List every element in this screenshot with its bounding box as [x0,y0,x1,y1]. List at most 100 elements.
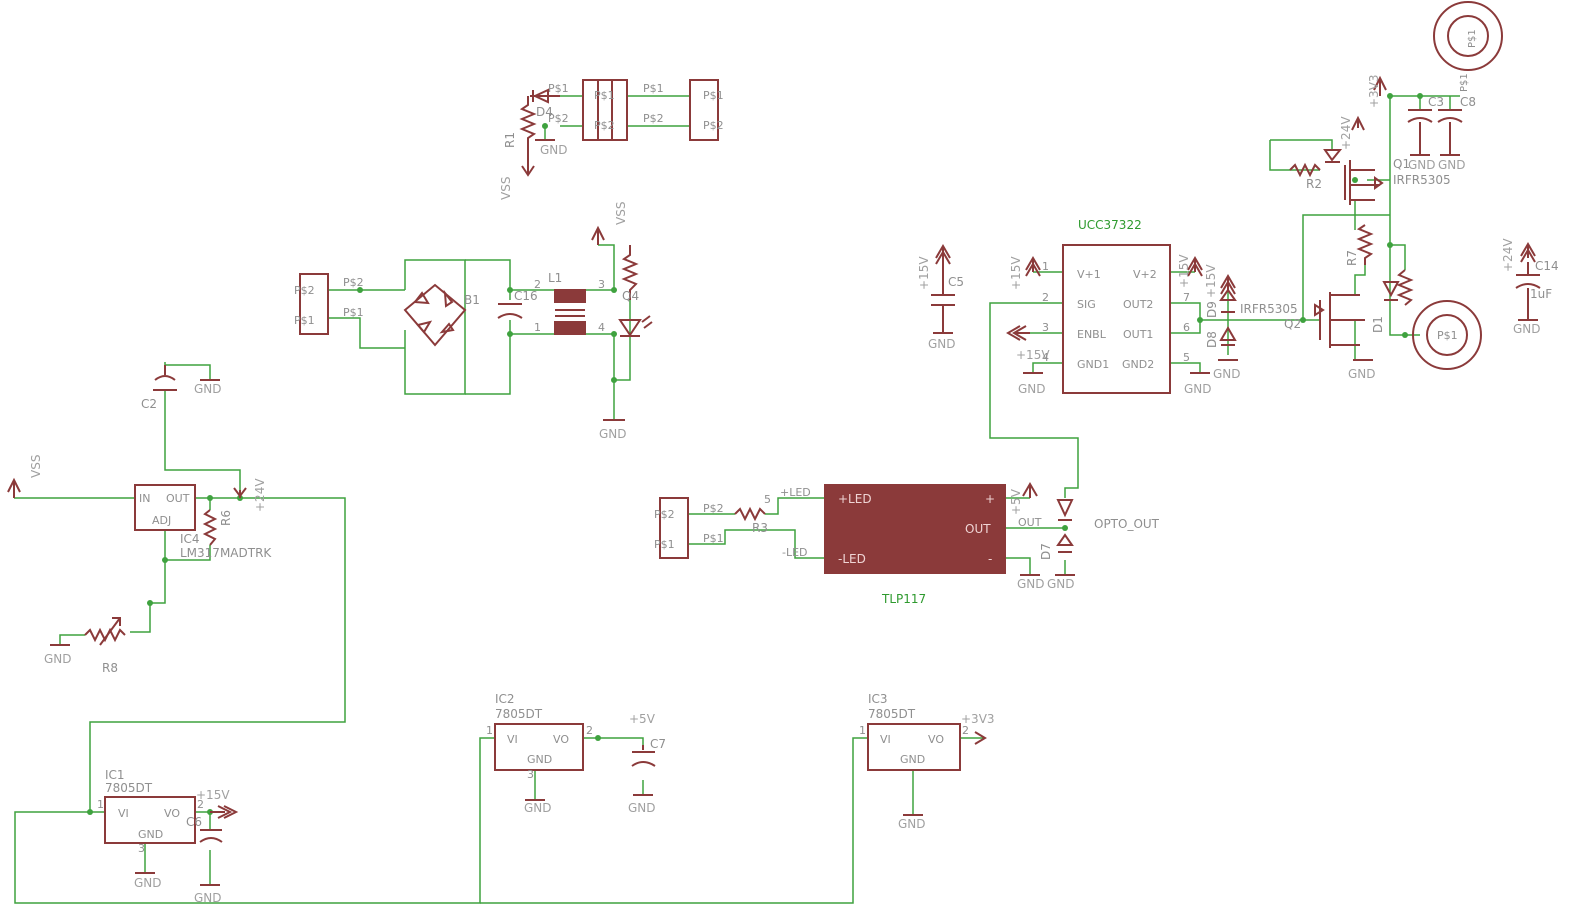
vss-label-2: VSS [614,202,628,225]
gnd-top: GND [540,143,568,157]
c7-capacitor[interactable] [631,751,656,767]
pin-ic2-2: 2 [586,724,593,737]
pin-adj: ADJ [152,514,171,527]
tlp117-optocoupler[interactable] [824,484,1006,574]
d1-name: D1 [1371,316,1385,333]
d6-d7-diodes[interactable] [1056,499,1074,553]
tlp-pin-minus: - [988,552,992,566]
pin-tlp-out-ext: OUT [1018,516,1042,529]
d10-diode[interactable] [1323,149,1343,163]
led-q4[interactable] [618,315,653,337]
c5-capacitor[interactable] [931,260,955,333]
ucc-pin-v2: V+2 [1133,268,1157,281]
r8-name: R8 [102,661,118,675]
c14-name: C14 [1535,259,1559,273]
l1-inductor[interactable] [554,289,586,335]
ic2-value: 7805DT [495,707,543,721]
q2-name: Q2 [1284,317,1301,331]
tlp-pin-plus: + [985,492,995,506]
rotated-labels: R1 R6 R7 D8 D9 D7 D1 P$1 P$1 VSS VSS VSS… [29,29,1515,560]
r1-name: R1 [503,132,517,148]
r7-resistor[interactable] [1356,224,1374,265]
pin-labels: P$2 P$1 P$2 P$1 P$1 P$2 P$1 P$2 P$1 P$2 … [97,82,1458,855]
r5-resistor[interactable] [1396,269,1414,306]
p15v-label-1: +15V [917,256,931,290]
ic3-7805[interactable]: VI VO GND [867,723,961,771]
pin-r3-5: 5 [764,493,771,506]
gnd-c6: GND [194,891,222,905]
bridge-input-connector[interactable] [299,273,329,335]
pin-tlp-pled-ext: +LED [780,486,811,499]
hole-top-pin: P$1 [1467,29,1478,48]
pin-ic1-1: 1 [97,798,104,811]
r2-resistor[interactable] [1289,162,1321,178]
r7-name: R7 [1345,250,1359,266]
gnd-d8: GND [1213,367,1241,381]
r3-resistor[interactable] [734,506,766,522]
d4-diode[interactable] [530,88,560,104]
pin-ucc-1: 1 [1042,260,1049,273]
p24v-label-2: +24V [1339,116,1353,150]
c14-capacitor[interactable] [1515,262,1541,320]
gnd-ic2: GND [524,801,552,815]
supply-symbols [7,75,1536,819]
mounting-hole-top[interactable] [1433,1,1503,71]
wires [14,95,1460,904]
pin-bridge-ps2-b: P$2 [343,276,364,289]
ic3-pin-vo: VO [928,733,944,746]
ucc-pin-v1: V+1 [1077,268,1101,281]
d9-name: D9 [1205,301,1219,318]
pin-in: IN [139,492,150,505]
gnd-c5: GND [928,337,956,351]
d1-diode[interactable] [1382,281,1400,301]
pin-top-ps2-d: P$2 [703,119,724,132]
opto-out-label: OPTO_OUT [1094,517,1160,531]
gnd-tlp2: GND [1047,577,1075,591]
top-connector[interactable] [582,79,719,141]
part-names: UCC37322 TLP117 OPTO_OUT IC4 LM317MADTRK… [102,95,1559,829]
gnd-ucc2: GND [1184,382,1212,396]
gnd-q2: GND [1348,367,1376,381]
ic1-pin-gnd: GND [138,828,163,841]
r1-resistor[interactable] [519,96,537,160]
ic1-7805[interactable]: VI VO GND [104,796,196,844]
q2-mosfet[interactable] [1314,292,1365,348]
c3-name: C3 [1428,95,1444,109]
hole-top-pin-2: P$1 [1459,73,1470,92]
ic4-lm317[interactable]: IN OUT ADJ [134,484,196,531]
ic4-value: LM317MADTRK [180,546,272,560]
tlp117-pins: +LED -LED OUT + - [838,492,995,566]
r8-potentiometer[interactable] [84,617,126,646]
mounting-hole-bottom[interactable] [1412,300,1482,370]
ic3-name: IC3 [868,692,888,706]
vss-label-3: VSS [29,455,43,478]
c3-c8-capacitors[interactable] [1407,109,1463,155]
c6-capacitor[interactable] [199,829,223,843]
ucc-pin-gnd1: GND1 [1077,358,1109,371]
ucc-pin-out2: OUT2 [1123,298,1153,311]
pin-tlp-ps2-b: P$2 [703,502,724,515]
d8-d9-diodes[interactable] [1219,288,1237,346]
tlp-pin-pled: +LED [838,492,872,506]
q1-mosfet[interactable] [1344,160,1384,205]
p15v-label-3: +15V [1177,254,1191,288]
q1-name: Q1 [1393,157,1410,171]
tlp-input-connector[interactable] [659,497,689,559]
pin-ic3-2: 2 [962,724,969,737]
b1-bridge-rectifier[interactable] [403,283,467,347]
pin-tlp-ps1-b: P$1 [703,532,724,545]
c16-capacitor[interactable] [497,303,523,319]
vss-resistor[interactable] [621,245,639,300]
ic2-7805[interactable]: VI VO GND [494,723,584,771]
b1-name: B1 [464,293,480,307]
p15v-label-4: +15V [1204,264,1218,298]
pin-top-ps2-a: P$2 [548,112,569,125]
c2-capacitor[interactable] [153,365,177,391]
ucc37322-driver[interactable]: V+1 SIG ENBL GND1 V+2 OUT2 OUT1 GND2 [1062,244,1171,394]
pin-ucc-4: 4 [1042,351,1049,364]
pin-ucc-6: 6 [1183,321,1190,334]
r6-resistor[interactable] [202,509,218,546]
pin-l1-3: 3 [598,278,605,291]
pin-top-ps1-d: P$1 [703,89,724,102]
